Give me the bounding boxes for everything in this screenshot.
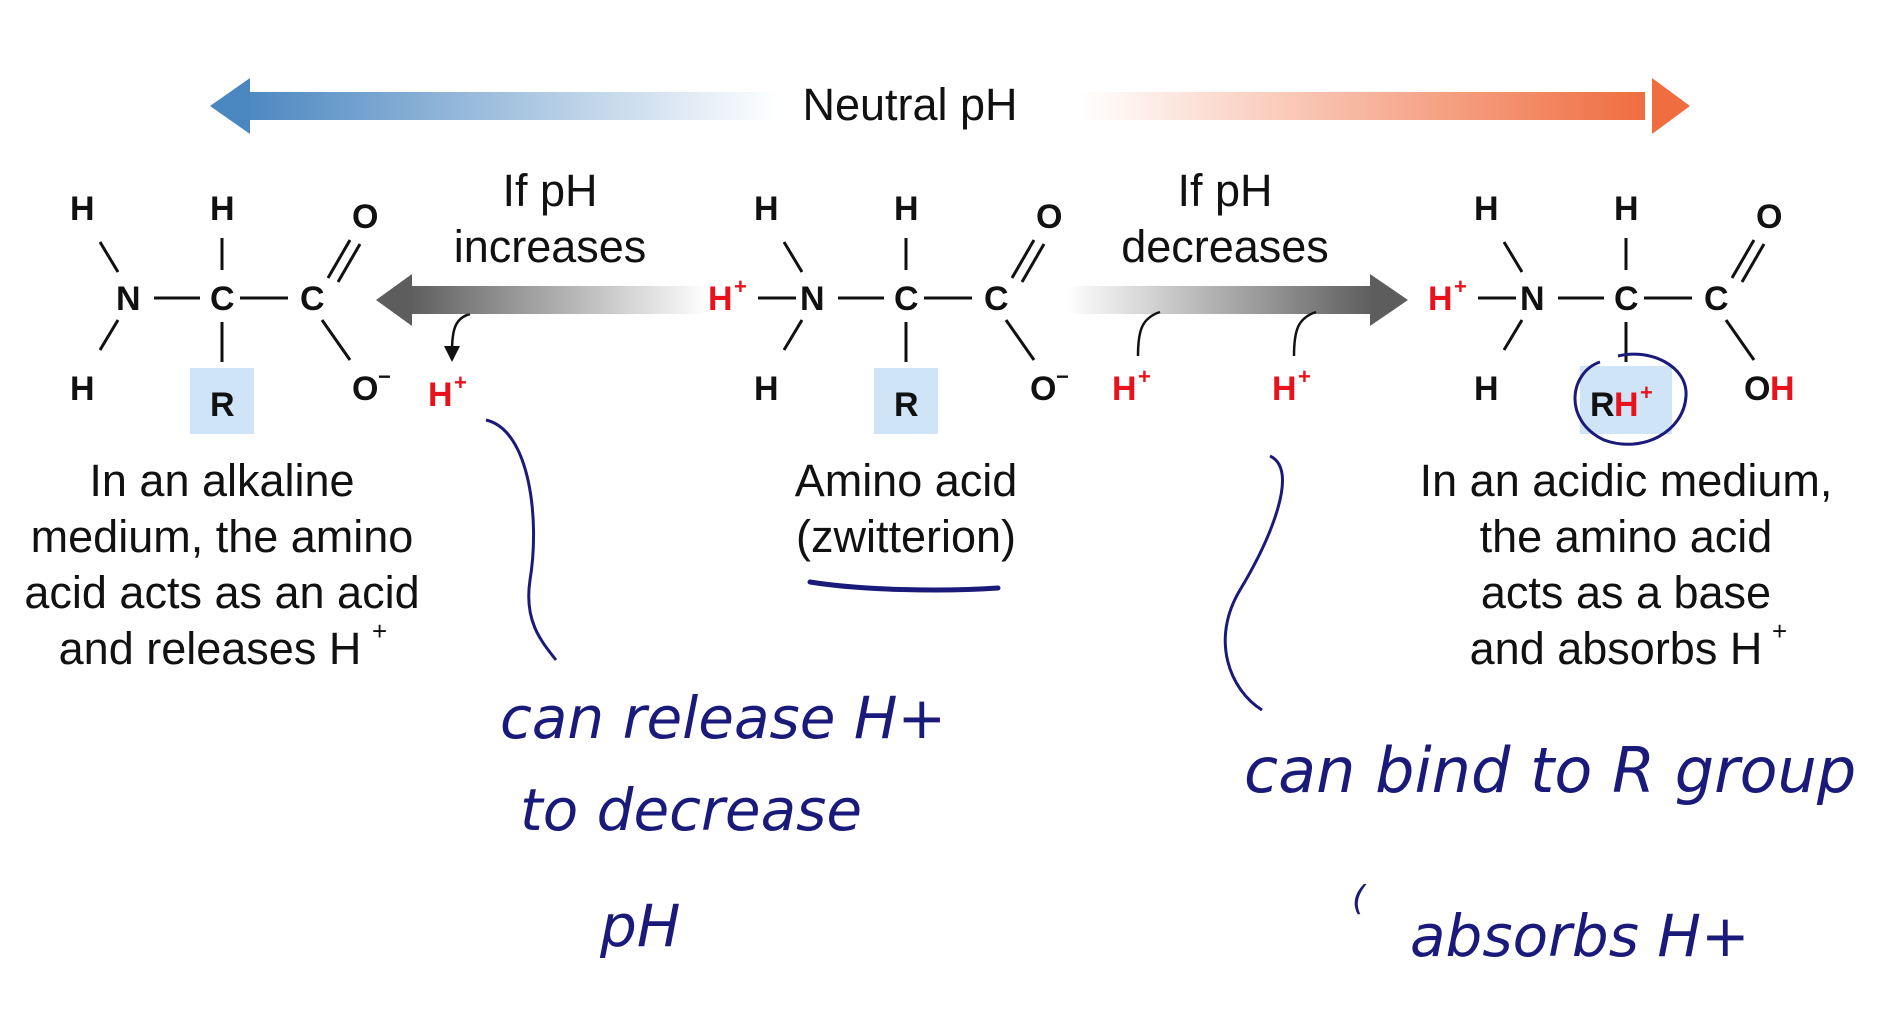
atom-h: H	[70, 370, 95, 408]
atom-o: O	[1756, 198, 1782, 236]
plus-charge: +	[454, 370, 467, 395]
bonds	[98, 238, 362, 362]
h-plus-ion: H	[1272, 370, 1297, 408]
atom-r: R	[210, 386, 235, 424]
plus-charge: +	[1640, 380, 1653, 405]
handwritten-note: pH	[599, 892, 680, 960]
atom-c: C	[300, 280, 325, 318]
r-group-box	[1580, 366, 1672, 434]
r-group-box	[190, 368, 254, 434]
atom-h: H	[1614, 190, 1639, 228]
acidic-direction-arrow	[1080, 78, 1690, 134]
atom-c: C	[894, 280, 919, 318]
h-plus-ion: H	[1428, 280, 1453, 318]
atom-n: N	[800, 280, 825, 318]
atom-o-minus: O	[1030, 370, 1056, 408]
caption-line: In an alkaline	[89, 455, 354, 506]
atom-c: C	[984, 280, 1009, 318]
caption-line: and absorbs H	[1470, 623, 1763, 674]
h-plus-ion: H	[708, 280, 733, 318]
caption-line: (zwitterion)	[796, 511, 1016, 562]
handwritten-note: can bind to R group	[1244, 734, 1856, 807]
handwritten-note: absorbs H+	[1410, 902, 1750, 970]
released-h-ion: H	[428, 376, 453, 414]
superscript-plus: +	[1772, 616, 1787, 646]
hand-drawn-underline	[807, 579, 1001, 593]
caption-line: acid acts as an acid	[24, 567, 419, 618]
handwritten-note: can release H+	[500, 684, 946, 752]
hand-drawn-pointer-line	[1223, 454, 1284, 712]
ph-increases-label-line1: If pH	[502, 165, 597, 216]
bonds	[758, 238, 1046, 362]
neutral-ph-label: Neutral pH	[802, 79, 1017, 130]
caption-line: the amino acid	[1480, 511, 1773, 562]
atom-h: H	[210, 190, 235, 228]
caption-line: Amino acid	[795, 455, 1018, 506]
plus-charge: +	[1454, 274, 1467, 299]
ph-decreases-label-line2: decreases	[1121, 221, 1329, 272]
alkaline-direction-arrow	[210, 78, 778, 134]
atom-h-hydroxyl: H	[1770, 370, 1795, 408]
atom-r: R	[894, 386, 919, 424]
atom-h: H	[754, 190, 779, 228]
atom-o: O	[352, 198, 378, 236]
h-plus-ion: H	[1112, 370, 1137, 408]
ph-increases-label-line2: increases	[454, 221, 647, 272]
plus-charge: +	[734, 274, 747, 299]
caption-line: medium, the amino	[31, 511, 414, 562]
atom-h: H	[754, 370, 779, 408]
atom-h: H	[1474, 190, 1499, 228]
caption-line: In an acidic medium,	[1420, 455, 1833, 506]
atom-c: C	[210, 280, 235, 318]
acidic-caption: In an acidic medium, the amino acid acts…	[1420, 455, 1833, 674]
plus-charge: +	[1298, 364, 1311, 389]
atom-h: H	[894, 190, 919, 228]
h-plus-on-r: H	[1614, 386, 1639, 424]
atom-o: O	[1036, 198, 1062, 236]
atom-c: C	[1704, 280, 1729, 318]
zwitterion-caption: Amino acid (zwitterion)	[795, 455, 1018, 593]
atom-o-minus: O	[352, 370, 378, 408]
hand-drawn-pointer-line	[485, 418, 558, 661]
atom-h: H	[70, 190, 95, 228]
ph-decreases-label-line1: If pH	[1177, 165, 1272, 216]
atom-r: R	[1590, 386, 1615, 424]
absorbed-h-ions: H + H +	[1112, 310, 1317, 408]
atom-c: C	[1614, 280, 1639, 318]
minus-charge: −	[1056, 364, 1069, 389]
atom-n: N	[116, 280, 141, 318]
caption-line: and releases H	[59, 623, 362, 674]
caption-line: acts as a base	[1481, 567, 1771, 618]
alkaline-caption: In an alkaline medium, the amino acid ac…	[24, 455, 419, 674]
release-arrowhead	[444, 346, 460, 362]
atom-h: H	[1474, 370, 1499, 408]
plus-charge: +	[1138, 364, 1151, 389]
acidic-amino-acid: H H O H + N C C H R H + O H	[1428, 190, 1795, 446]
zwitterion-amino-acid: H H O H + N C C H R O −	[708, 190, 1069, 434]
hand-drawn-circle	[1573, 352, 1688, 446]
atom-o: O	[1744, 370, 1770, 408]
alkaline-amino-acid: H H O N C C H R O − H +	[70, 190, 471, 434]
atom-n: N	[1520, 280, 1545, 318]
ph-increases-arrow	[376, 274, 708, 326]
ph-decreases-arrow	[1066, 274, 1408, 326]
r-group-box	[874, 368, 938, 434]
handwritten-note: to decrease	[520, 776, 862, 844]
handwritten-paren: (	[1352, 879, 1367, 919]
minus-charge: −	[378, 364, 391, 389]
superscript-plus: +	[372, 616, 387, 646]
